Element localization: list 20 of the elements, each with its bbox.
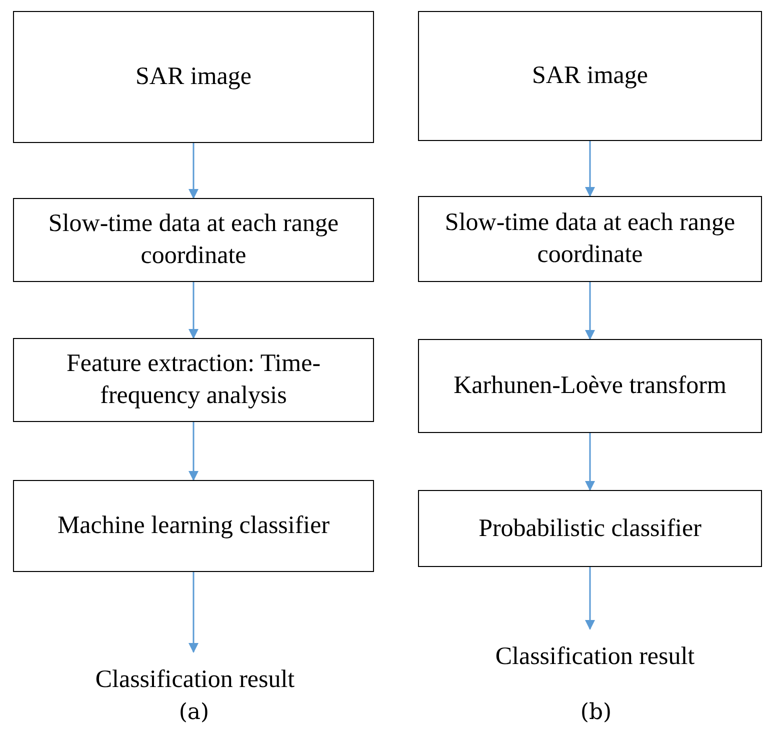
arrow bbox=[188, 143, 198, 199]
process-box: Karhunen-Loève transform bbox=[418, 339, 762, 433]
arrow bbox=[188, 572, 198, 653]
result-text: Classification result bbox=[495, 642, 695, 672]
process-box: SAR image bbox=[418, 11, 762, 141]
panel-label: (b) bbox=[580, 700, 612, 725]
process-box: Probabilistic classifier bbox=[418, 490, 762, 567]
panel-label: (a) bbox=[178, 700, 210, 725]
arrow bbox=[585, 282, 595, 340]
arrow bbox=[585, 567, 595, 630]
process-box: Feature extraction: Time-frequency analysis bbox=[13, 338, 374, 422]
arrow bbox=[188, 282, 198, 339]
arrow bbox=[585, 141, 595, 197]
result-text: Classification result bbox=[95, 665, 295, 695]
arrow bbox=[188, 422, 198, 481]
process-box: SAR image bbox=[13, 11, 374, 143]
process-box: Machine learning classifier bbox=[13, 480, 374, 572]
process-box: Slow-time data at each range coordinate bbox=[418, 196, 762, 282]
arrow bbox=[585, 433, 595, 491]
process-box: Slow-time data at each range coordinate bbox=[13, 198, 374, 282]
